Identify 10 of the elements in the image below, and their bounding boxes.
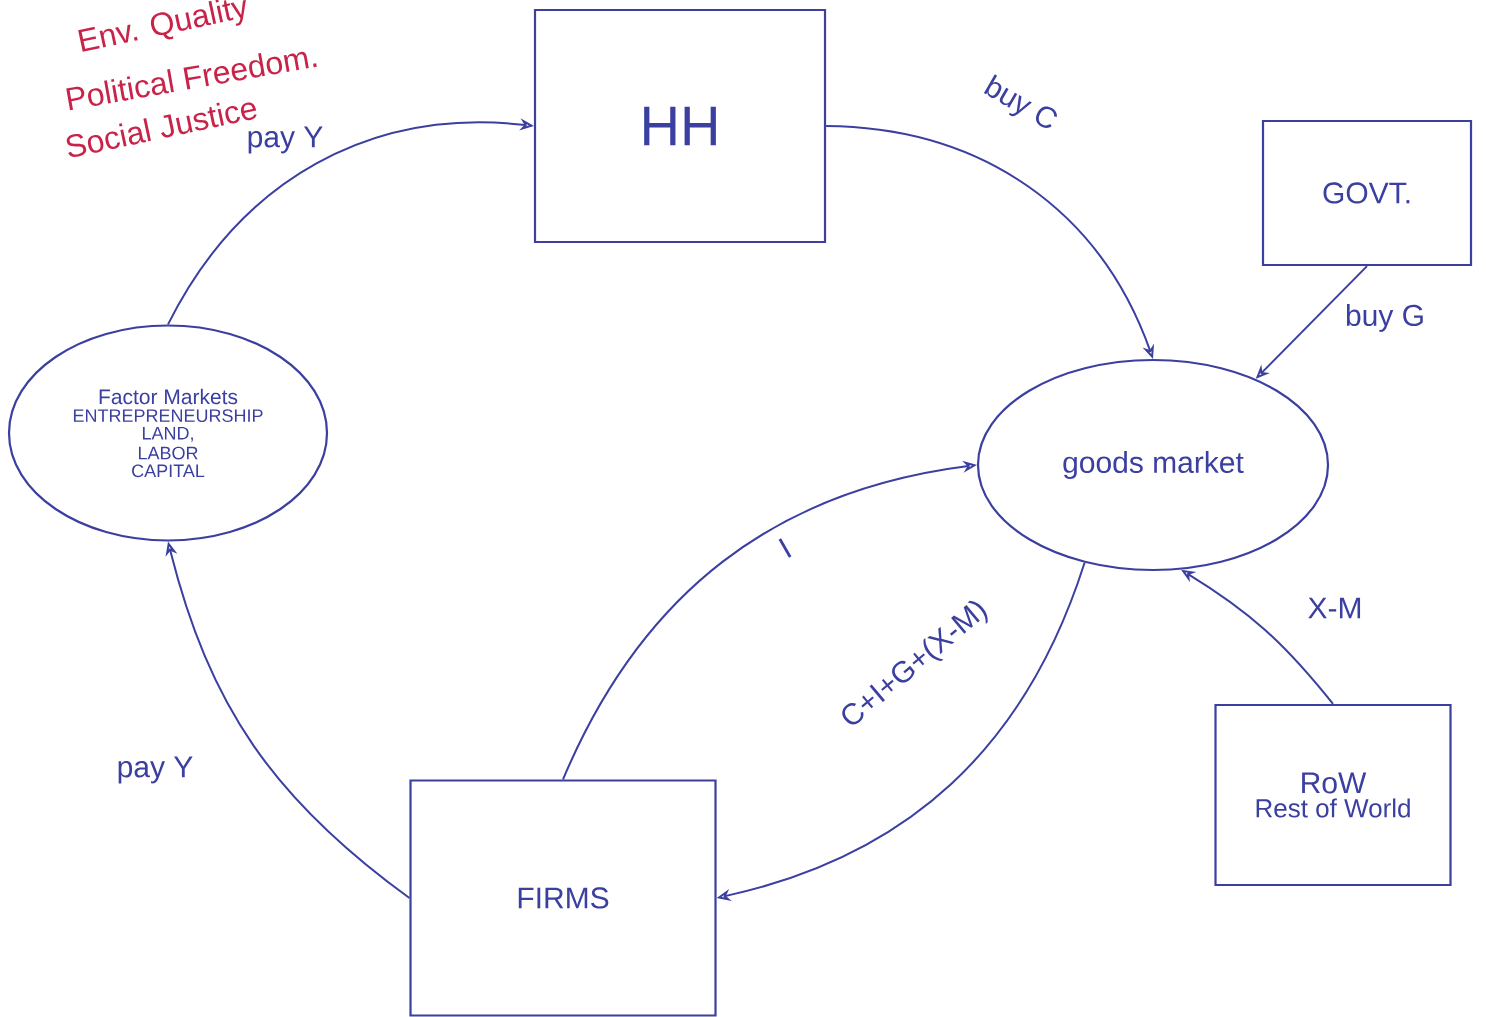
edge-label: buy G: [1343, 302, 1428, 334]
edge-label: pay Y: [114, 754, 196, 786]
edge-label: I: [773, 534, 797, 562]
process-box: FIRMS: [409, 779, 717, 1017]
process-box: GOVT.: [1261, 119, 1473, 267]
edge-label: buy C: [976, 70, 1064, 140]
process-box: RoW Rest of World: [1214, 703, 1452, 887]
process-box: HH: [533, 8, 827, 244]
note-text: Env. Quality: [78, 0, 246, 52]
edge-label: X-M: [1305, 595, 1365, 621]
